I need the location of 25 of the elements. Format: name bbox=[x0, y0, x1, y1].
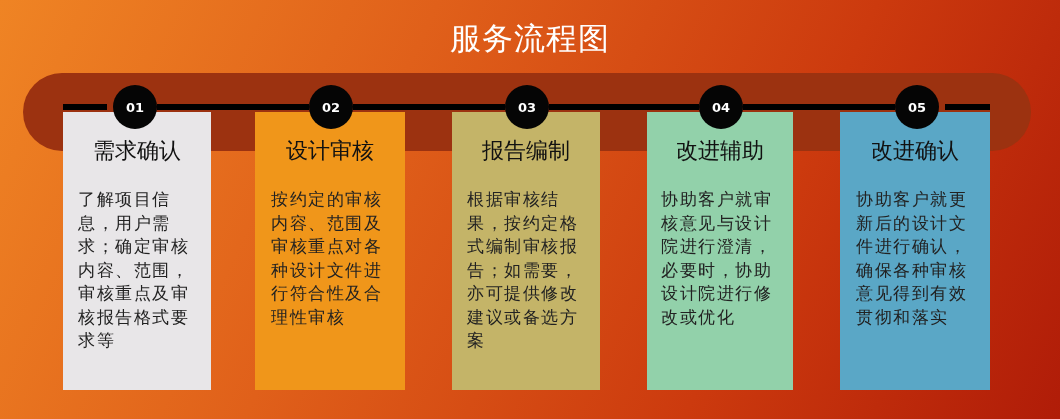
step-card bbox=[840, 112, 990, 390]
connector-line bbox=[157, 104, 309, 110]
step-title: 改进确认 bbox=[871, 137, 959, 165]
step-number: 01 bbox=[125, 99, 145, 115]
step-card bbox=[255, 112, 405, 390]
title: 服务流程图 bbox=[450, 20, 610, 56]
step-description: 协助客户就审核意见与设计院进行澄清，必要时，协助设计院进行修改或优化 bbox=[661, 188, 773, 329]
connector-line bbox=[353, 104, 505, 110]
step-card bbox=[452, 112, 600, 390]
connector-line bbox=[743, 104, 895, 110]
step-number: 05 bbox=[907, 99, 927, 115]
step-title: 改进辅助 bbox=[676, 137, 764, 165]
step-description: 按约定的审核内容、范围及审核重点对各种设计文件进行符合性及合理性审核 bbox=[271, 188, 383, 329]
step-title: 报告编制 bbox=[482, 137, 570, 165]
step-title: 设计审核 bbox=[286, 137, 374, 165]
step-card bbox=[63, 112, 211, 390]
step-number: 04 bbox=[711, 99, 731, 115]
connector-line bbox=[549, 104, 699, 110]
step-description: 了解项目信息，用户需求；确定审核内容、范围，审核重点及审核报告格式要求等 bbox=[78, 188, 190, 352]
step-description: 根据审核结果，按约定格式编制审核报告；如需要，亦可提供修改建议或备选方案 bbox=[467, 188, 579, 352]
step-title: 需求确认 bbox=[93, 137, 181, 165]
step-card bbox=[647, 112, 793, 390]
step-number: 02 bbox=[321, 99, 341, 115]
step-description: 协助客户就更新后的设计文件进行确认，确保各种审核意见得到有效贯彻和落实 bbox=[856, 188, 968, 329]
step-number: 03 bbox=[517, 99, 537, 115]
